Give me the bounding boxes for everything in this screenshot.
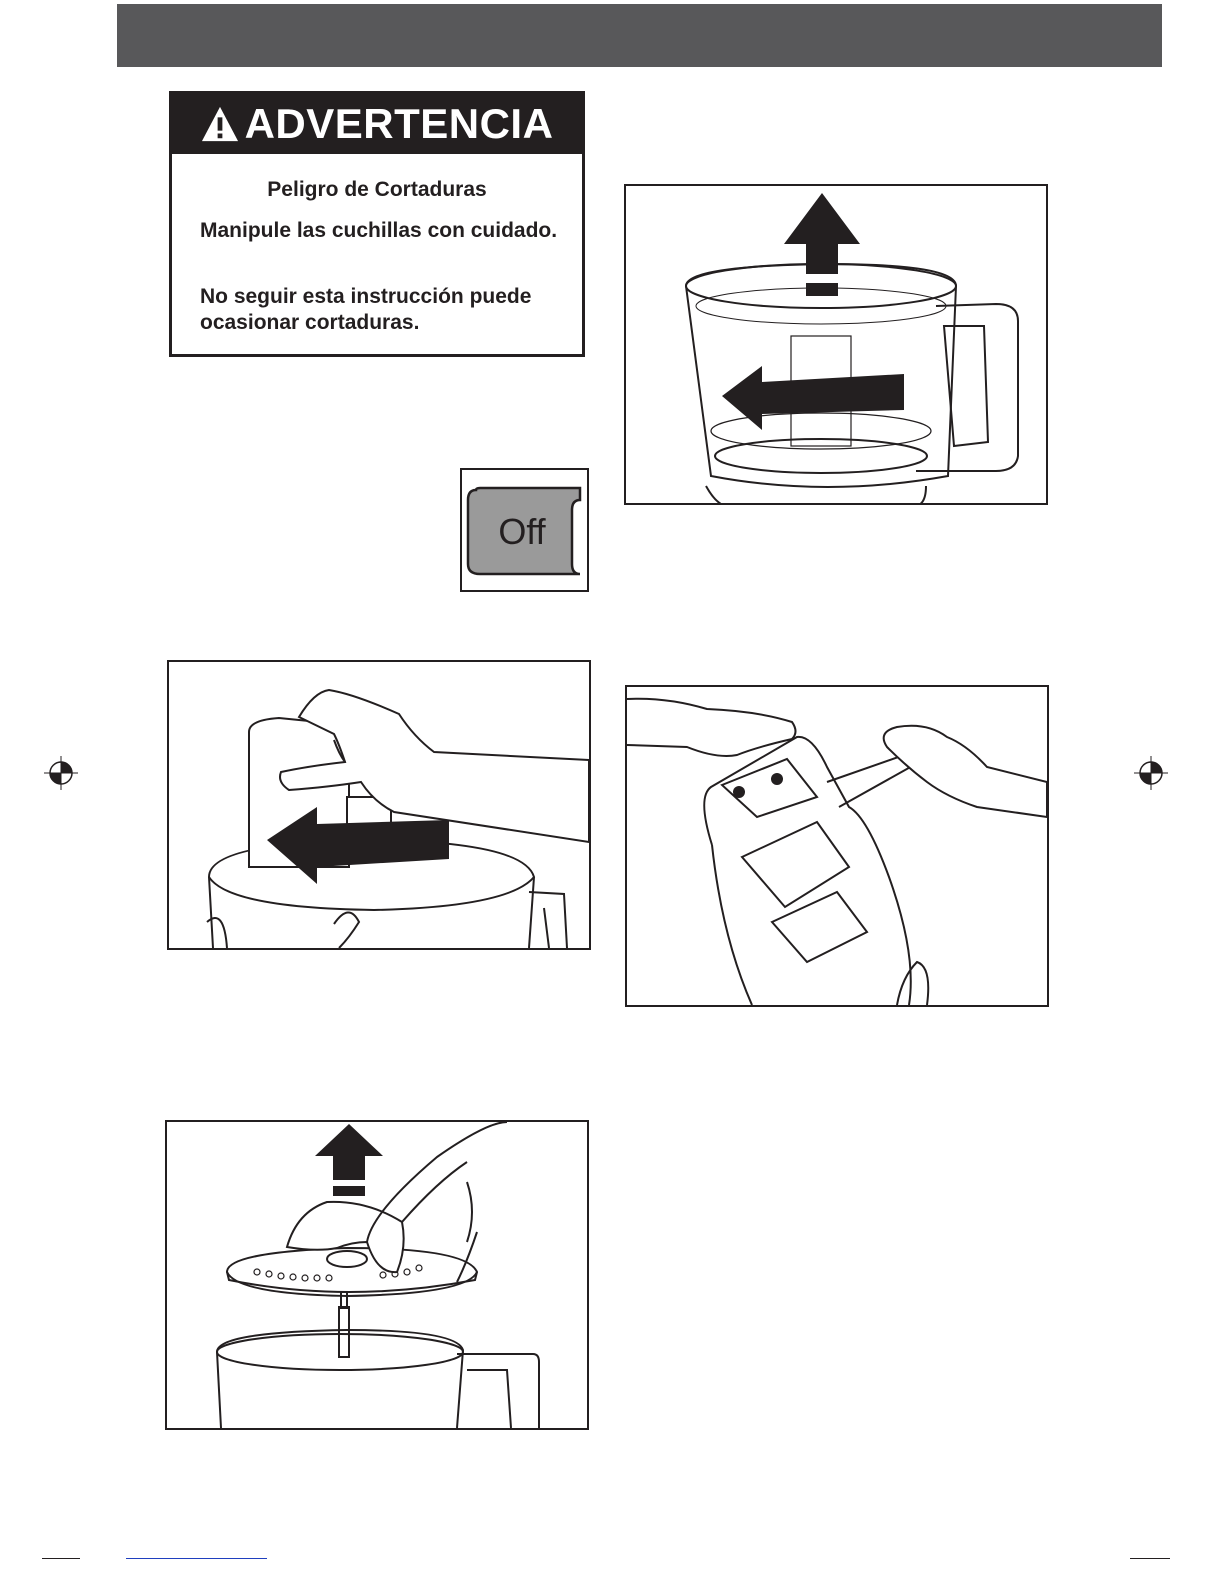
up-arrow-icon	[784, 193, 860, 296]
up-arrow-icon	[315, 1124, 383, 1196]
off-label: Off	[498, 511, 546, 552]
figure-remove-cover-with-tool	[625, 685, 1049, 1007]
trim-line	[126, 1558, 267, 1559]
warning-triangle-icon	[201, 105, 239, 143]
trim-line	[1130, 1558, 1170, 1559]
warning-title: ADVERTENCIA	[245, 103, 554, 145]
registration-mark-icon	[44, 756, 78, 790]
warning-line-2: No seguir esta instrucción puede ocasion…	[200, 284, 570, 336]
registration-mark-icon	[1134, 756, 1168, 790]
warning-header: ADVERTENCIA	[172, 94, 582, 154]
off-switch-illustration: Off	[460, 468, 589, 592]
header-bar	[117, 4, 1162, 67]
figure-remove-work-bowl	[624, 184, 1048, 505]
trim-line	[42, 1558, 80, 1559]
left-arrow-icon	[722, 366, 904, 430]
off-switch-icon: Off	[462, 470, 587, 590]
warning-line-1: Manipule las cuchillas con cuidado.	[200, 218, 560, 244]
figure-lift-disc	[165, 1120, 589, 1430]
figure-rotate-cover	[167, 660, 591, 950]
warning-subtitle: Peligro de Cortaduras	[172, 178, 582, 202]
warning-box: ADVERTENCIA Peligro de Cortaduras Manipu…	[169, 91, 585, 357]
